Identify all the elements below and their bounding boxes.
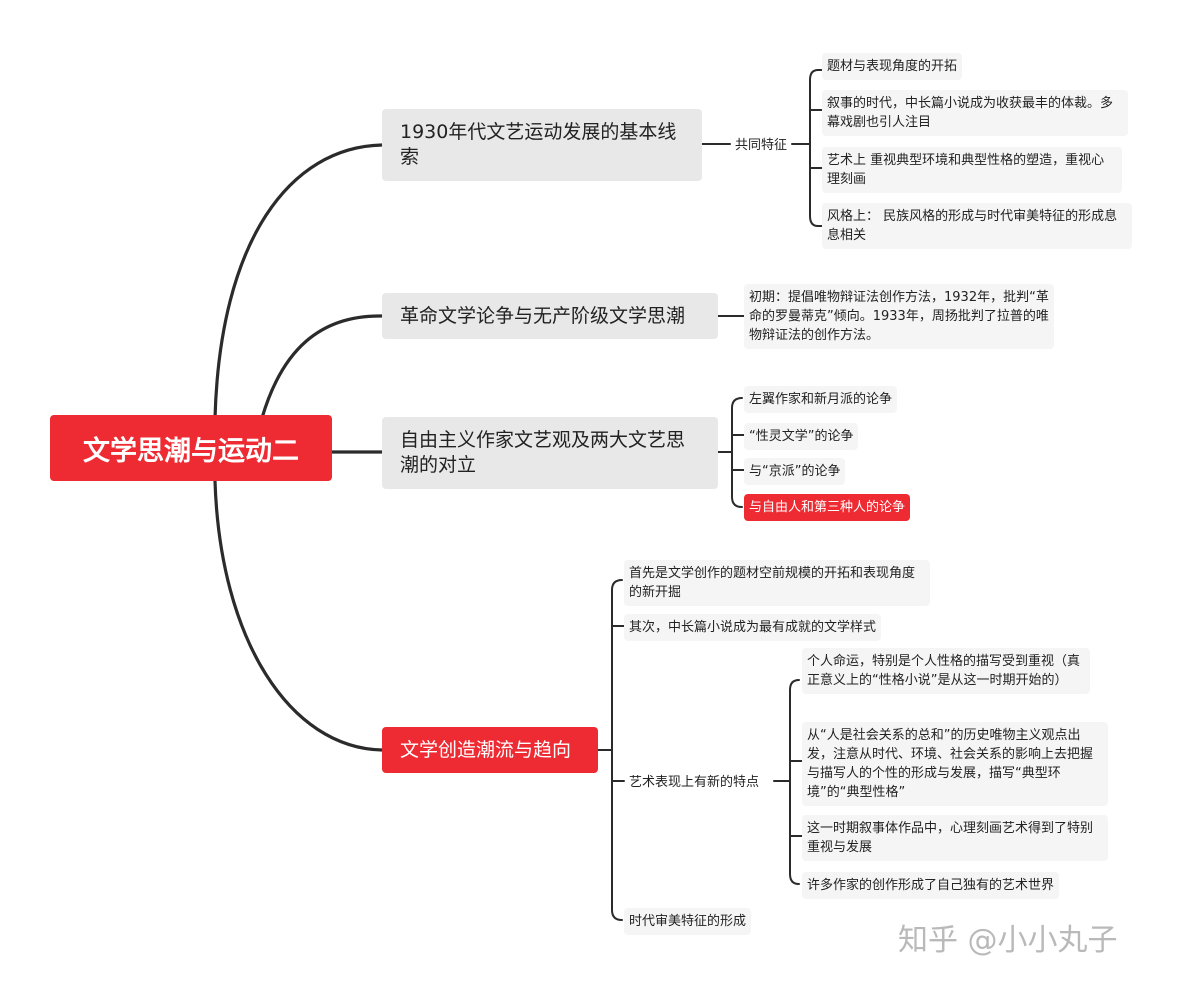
leaf-social-relations[interactable]: 从“人是社会关系的总和”的历史唯物主义观点出发，注意从时代、环境、社会关系的影响…: [802, 722, 1108, 806]
leaf-personal-fate[interactable]: 个人命运，特别是个人性格的描写受到重视（真正意义上的“性格小说”是从这一时期开始…: [802, 648, 1090, 694]
leaf-era-aesthetics[interactable]: 时代审美特征的形成: [624, 908, 752, 935]
branch-label: 革命文学论争与无产阶级文学思潮: [400, 304, 686, 327]
leaf-jingpai-debate[interactable]: 与“京派”的论争: [744, 458, 846, 485]
subtopic-art-new-features[interactable]: 艺术表现上有新的特点: [629, 775, 760, 790]
branch-1930s-movement[interactable]: 1930年代文艺运动发展的基本线索: [382, 109, 702, 181]
leaf-art-typical[interactable]: 艺术上 重视典型环境和典型性格的塑造，重视心理刻画: [822, 147, 1122, 193]
zhihu-watermark: 知乎 @小小丸子: [898, 923, 1118, 958]
subtopic-common-features[interactable]: 共同特征: [735, 138, 788, 153]
leaf-unique-art-world[interactable]: 许多作家的创作形成了自己独有的艺术世界: [802, 872, 1060, 899]
leaf-second-novel-form[interactable]: 其次，中长篇小说成为最有成就的文学样式: [624, 614, 882, 641]
branch-label: 1930年代文艺运动发展的基本线索: [400, 121, 677, 168]
leaf-psychological-portrayal[interactable]: 这一时期叙事体作品中，心理刻画艺术得到了特别重视与发展: [802, 815, 1108, 861]
leaf-left-crescent-debate[interactable]: 左翼作家和新月派的论争: [744, 386, 898, 413]
leaf-first-subject-expansion[interactable]: 首先是文学创作的题材空前规模的开拓和表现角度的新开掘: [624, 560, 930, 606]
leaf-style-national[interactable]: 风格上： 民族风格的形成与时代审美特征的形成息息相关: [822, 203, 1132, 249]
branch-label: 自由主义作家文艺观及两大文艺思潮的对立: [400, 429, 686, 476]
root-topic[interactable]: 文学思潮与运动二: [50, 415, 332, 481]
branch-revolutionary-debate[interactable]: 革命文学论争与无产阶级文学思潮: [382, 293, 718, 339]
branch-label: 文学创造潮流与趋向: [400, 738, 572, 761]
leaf-early-period[interactable]: 初期：提倡唯物辩证法创作方法，1932年，批判“革命的罗曼蒂克”倾向。1933年…: [744, 284, 1054, 349]
branch-liberal-writers[interactable]: 自由主义作家文艺观及两大文艺思潮的对立: [382, 417, 718, 489]
leaf-narrative-era[interactable]: 叙事的时代，中长篇小说成为收获最丰的体裁。多幕戏剧也引人注目: [822, 90, 1128, 136]
branch-literary-trends[interactable]: 文学创造潮流与趋向: [382, 727, 598, 773]
leaf-topic-expansion[interactable]: 题材与表现角度的开拓: [822, 53, 963, 80]
leaf-third-kind-debate[interactable]: 与自由人和第三种人的论争: [744, 494, 911, 521]
leaf-xingling-debate[interactable]: “性灵文学”的论争: [744, 423, 859, 450]
